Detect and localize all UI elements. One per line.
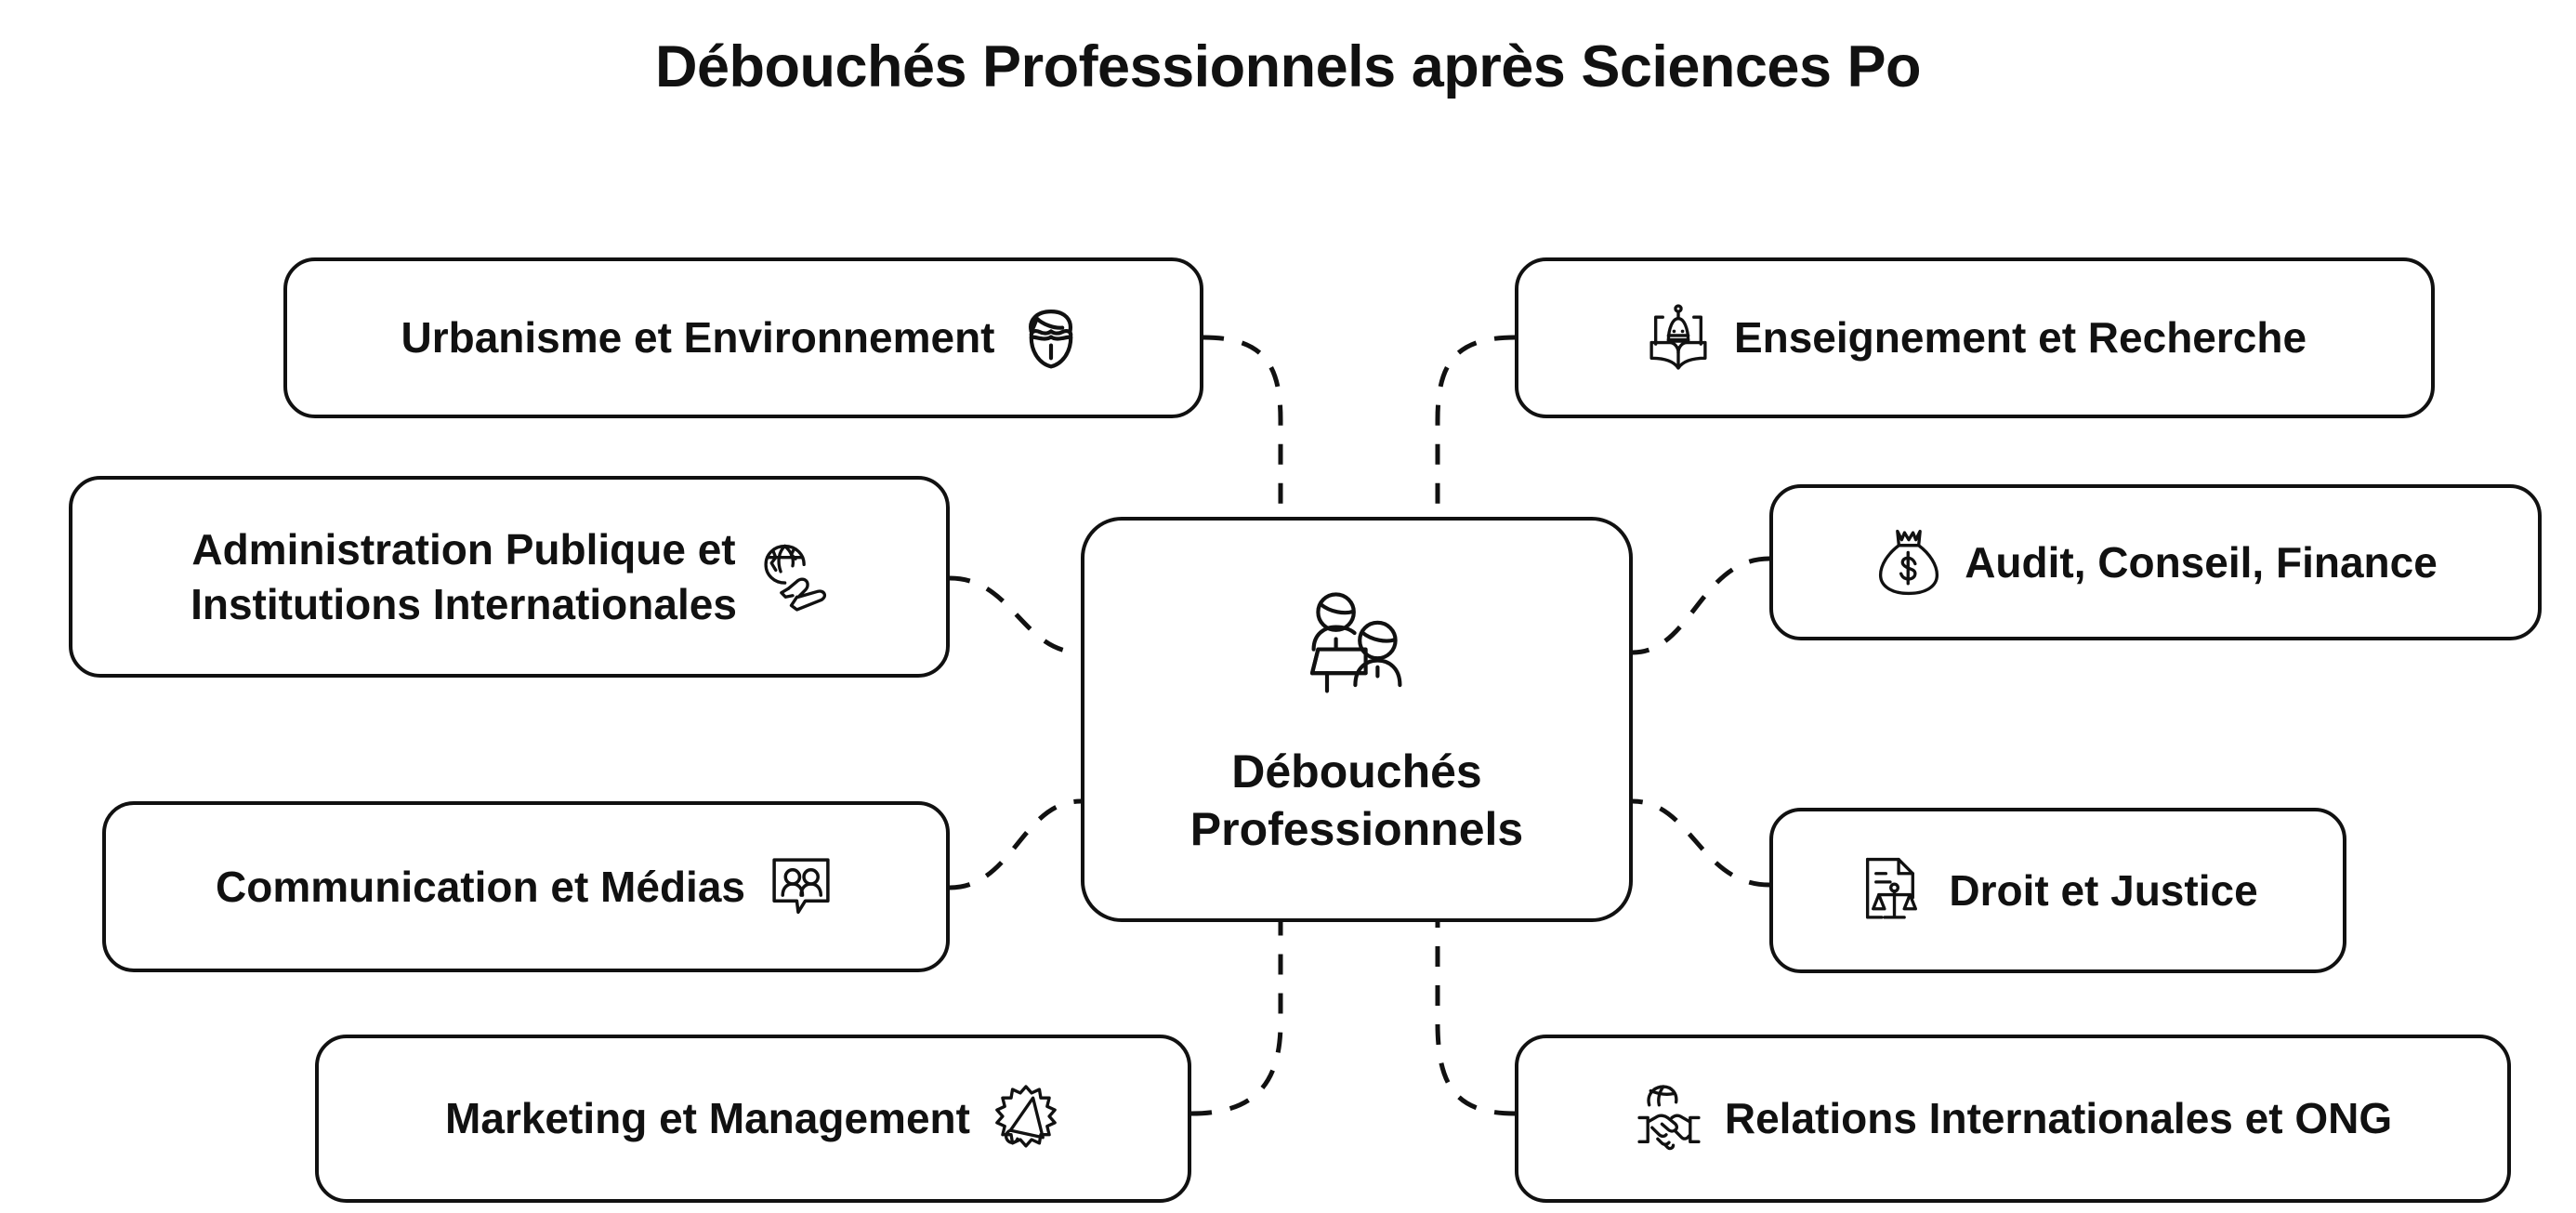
- branch-label-administration: Administration Publique et Institutions …: [191, 524, 737, 628]
- document-scales-icon: [1858, 855, 1928, 926]
- open-book-graduate-icon: [1643, 303, 1714, 374]
- branch-label-marketing: Marketing et Management: [445, 1094, 970, 1143]
- globe-airplane-icon: [757, 542, 828, 613]
- eco-city-shield-icon: [1016, 303, 1086, 374]
- speech-bubble-people-icon: [766, 851, 836, 922]
- megaphone-burst-icon: [991, 1084, 1061, 1154]
- branch-label-urbanisme: Urbanisme et Environnement: [401, 313, 995, 363]
- branch-node-droit[interactable]: Droit et Justice: [1769, 808, 2346, 973]
- connector-urbanisme: [1203, 335, 1283, 517]
- center-node[interactable]: Débouchés Professionnels: [1081, 517, 1633, 922]
- branch-label-relations: Relations Internationales et ONG: [1724, 1094, 2393, 1143]
- branch-node-audit[interactable]: Audit, Conseil, Finance: [1769, 484, 2542, 640]
- branch-node-marketing[interactable]: Marketing et Management: [315, 1035, 1191, 1203]
- money-bag-icon: [1873, 527, 1944, 598]
- connector-communication: [949, 798, 1082, 890]
- branch-label-enseignement: Enseignement et Recherche: [1733, 313, 2307, 363]
- connector-relations: [1435, 922, 1516, 1116]
- page-title: Débouchés Professionnels après Sciences …: [654, 34, 1922, 99]
- center-node-label: Débouchés Professionnels: [1189, 745, 1524, 856]
- branch-node-urbanisme[interactable]: Urbanisme et Environnement: [283, 257, 1203, 418]
- branch-node-relations[interactable]: Relations Internationales et ONG: [1515, 1035, 2511, 1203]
- branch-node-administration[interactable]: Administration Publique et Institutions …: [69, 476, 950, 678]
- branch-label-audit: Audit, Conseil, Finance: [1965, 537, 2438, 587]
- connector-enseignement: [1435, 335, 1516, 517]
- handshake-globe-icon: [1634, 1084, 1704, 1154]
- connector-marketing: [1190, 922, 1283, 1116]
- branch-label-communication: Communication et Médias: [216, 862, 745, 911]
- connector-droit: [1632, 798, 1770, 888]
- lecturer-and-student-icon: [1282, 581, 1431, 730]
- connector-administration: [949, 575, 1082, 655]
- branch-node-communication[interactable]: Communication et Médias: [102, 801, 950, 972]
- branch-label-droit: Droit et Justice: [1949, 865, 2258, 915]
- connector-audit: [1632, 556, 1770, 655]
- branch-node-enseignement[interactable]: Enseignement et Recherche: [1515, 257, 2435, 418]
